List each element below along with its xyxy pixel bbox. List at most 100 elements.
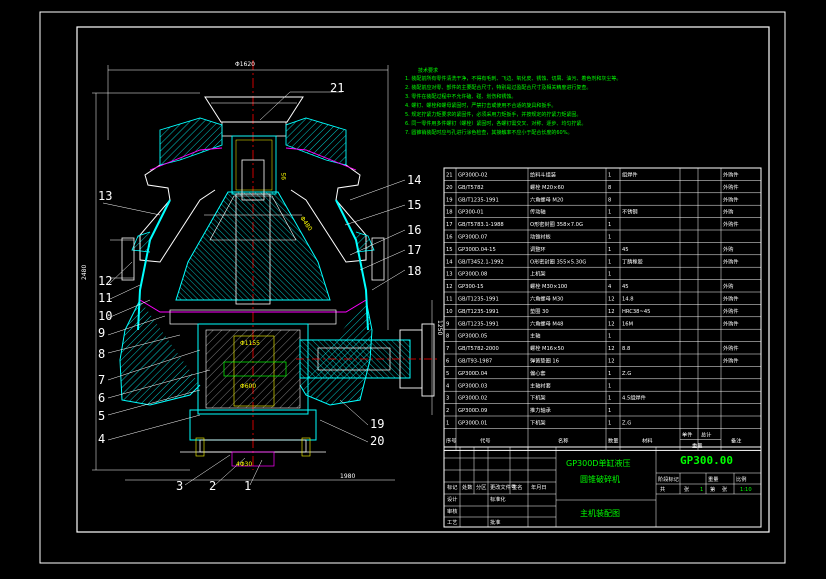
bom-cell-code: GB/T93-1987 — [458, 359, 492, 365]
tb-label-stage: 阶段标记 — [658, 475, 679, 483]
bom-cell-no: 6 — [446, 359, 449, 365]
dim-small-2: Φ1155 — [240, 340, 260, 347]
callout-19: 19 — [370, 417, 384, 431]
bom-cell-name: 垫圈 30 — [530, 307, 549, 315]
bom-cell-code: GP300D.08 — [458, 272, 487, 278]
bom-cell-material: 不锈钢 — [622, 208, 638, 216]
bom-row — [444, 329, 761, 341]
inner-frame — [76, 26, 770, 533]
bom-row — [444, 280, 761, 292]
bom-cell-name: 弹簧垫圈 16 — [530, 357, 559, 365]
bom-cell-qty: 12 — [608, 321, 615, 327]
bom-cell-note: 外购件 — [723, 357, 739, 365]
bom-cell-no: 17 — [446, 222, 453, 228]
bom-cell-material: 45 — [622, 284, 629, 290]
bom-cell-no: 14 — [446, 259, 453, 265]
bom-cell-no: 11 — [446, 297, 453, 303]
callout-14: 14 — [407, 173, 421, 187]
bom-row — [444, 168, 761, 180]
bom-cell-no: 20 — [446, 185, 453, 191]
bom-cell-name: O形密封圈 358×7.0G — [530, 220, 583, 228]
bom-cell-note: 外购件 — [723, 319, 739, 327]
note-line-6: 6. 同一零件用多件螺钉（螺栓）紧固时，各螺钉需交叉、对称、逐步、均匀拧紧。 — [405, 120, 586, 127]
note-line-1: 1. 装配前所有零件清洗干净，不得有毛刺、飞边、氧化皮、锈蚀、切屑、油污、着色剂… — [405, 75, 621, 82]
bom-cell-name: 动锥衬板 — [530, 233, 552, 241]
bom-cell-name: 给料斗组装 — [530, 171, 556, 179]
bom-cell-no: 21 — [446, 173, 453, 179]
notes-heading: 技术要求 — [418, 67, 438, 74]
bom-cell-note: 外购 — [723, 282, 733, 290]
bom-header-weight: 重量 — [692, 441, 702, 449]
bom-cell-no: 15 — [446, 247, 453, 253]
note-line-5: 5. 规定拧紧力矩要求的紧固件，必须采用力矩扳手，并按规定的拧紧力矩紧固。 — [405, 111, 581, 118]
callout-18: 18 — [407, 264, 421, 278]
bom-cell-note: 外购件 — [723, 344, 739, 352]
tb-label-change: 更改文件号 — [490, 483, 516, 491]
bom-cell-qty: 1 — [608, 396, 611, 402]
bom-cell-code: GP300D.04 — [458, 371, 488, 377]
tb-drawing-no: GP300.00 — [680, 454, 733, 467]
bom-cell-note: 外购件 — [723, 295, 739, 303]
tb-label-design: 设计 — [447, 495, 457, 503]
bom-row — [444, 366, 761, 378]
bom-cell-qty: 1 — [608, 247, 611, 253]
bom-cell-note: 外购件 — [723, 195, 739, 203]
bom-cell-qty: 1 — [608, 222, 611, 228]
bom-row — [444, 391, 761, 403]
bom-cell-code: GP300D.05 — [458, 334, 487, 340]
bom-cell-name: O形密封圈 355×5.30G — [530, 257, 586, 265]
tb-label-scale: 比例 — [736, 475, 746, 483]
bom-row — [444, 404, 761, 416]
callout-7: 7 — [98, 373, 105, 387]
bom-cell-no: 8 — [446, 334, 449, 340]
callout-3: 3 — [176, 479, 183, 493]
bom-cell-qty: 12 — [608, 297, 615, 303]
bom-cell-material: 14.8 — [622, 297, 634, 303]
tb-label-zone: 分区 — [476, 483, 486, 491]
dim-small-5: Φ480 — [298, 215, 313, 232]
bom-header-unit_w: 单件 — [682, 430, 692, 438]
bom-header-qty: 数量 — [608, 436, 618, 444]
bom-cell-code: GP300D.01 — [458, 421, 487, 427]
bom-row — [444, 354, 761, 366]
bom-cell-qty: 1 — [608, 371, 611, 377]
dim-top: Φ1620 — [235, 61, 255, 68]
bom-cell-material: 8.8 — [622, 346, 630, 352]
bom-cell-name: 偏心套 — [530, 369, 546, 377]
note-line-4: 4. 螺钉、螺栓和螺母紧固时，严禁打击或使用不合适的旋具和扳手。 — [405, 102, 556, 109]
dim-small-3: 4Φ30 — [236, 461, 252, 468]
callout-10: 10 — [98, 309, 112, 323]
bom-cell-no: 5 — [446, 371, 449, 377]
callout-17: 17 — [407, 243, 421, 257]
bom-cell-note: 外购件 — [723, 171, 739, 179]
bom-cell-name: 下机架 — [530, 394, 546, 402]
bom-cell-no: 19 — [446, 197, 453, 203]
tb-subtitle: 圆锥破碎机 — [580, 474, 620, 484]
bom-cell-note: 外购件 — [723, 307, 739, 315]
bom-cell-qty: 1 — [608, 408, 611, 414]
bom-cell-qty: 8 — [608, 197, 611, 203]
technical-requirements: 技术要求 1. 装配前所有零件清洗干净，不得有毛刺、飞边、氧化皮、锈蚀、切屑、油… — [405, 67, 621, 136]
tb-scale: 1:10 — [740, 487, 752, 493]
tb-label-standard: 标准化 — [490, 495, 506, 503]
bom-cell-code: GP300D.02 — [458, 396, 487, 402]
callout-20: 20 — [370, 434, 384, 448]
bom-cell-material: Z.G — [622, 421, 631, 427]
bom-cell-no: 4 — [446, 383, 450, 389]
bom-cell-qty: 1 — [608, 421, 611, 427]
bom-cell-no: 13 — [446, 272, 453, 278]
bom-cell-qty: 1 — [608, 259, 611, 265]
bom-cell-no: 12 — [446, 284, 453, 290]
callout-9: 9 — [98, 326, 105, 340]
callout-4: 4 — [98, 432, 105, 446]
bom-cell-name: 螺栓 M30×100 — [530, 282, 567, 290]
bill-of-materials: 21GP300D-02给料斗组装1组焊件外购件20GB/T5782螺栓 M20×… — [443, 167, 762, 451]
bom-cell-no: 7 — [446, 346, 449, 352]
bom-cell-qty: 4 — [608, 284, 612, 290]
bom-cell-material: 组焊件 — [622, 171, 638, 179]
bom-row — [444, 242, 761, 254]
tb-label-review: 审核 — [447, 507, 457, 515]
bom-cell-code: GP300D.07 — [458, 235, 487, 241]
callout-15: 15 — [407, 198, 421, 212]
dim-bottom: 1980 — [340, 473, 355, 480]
